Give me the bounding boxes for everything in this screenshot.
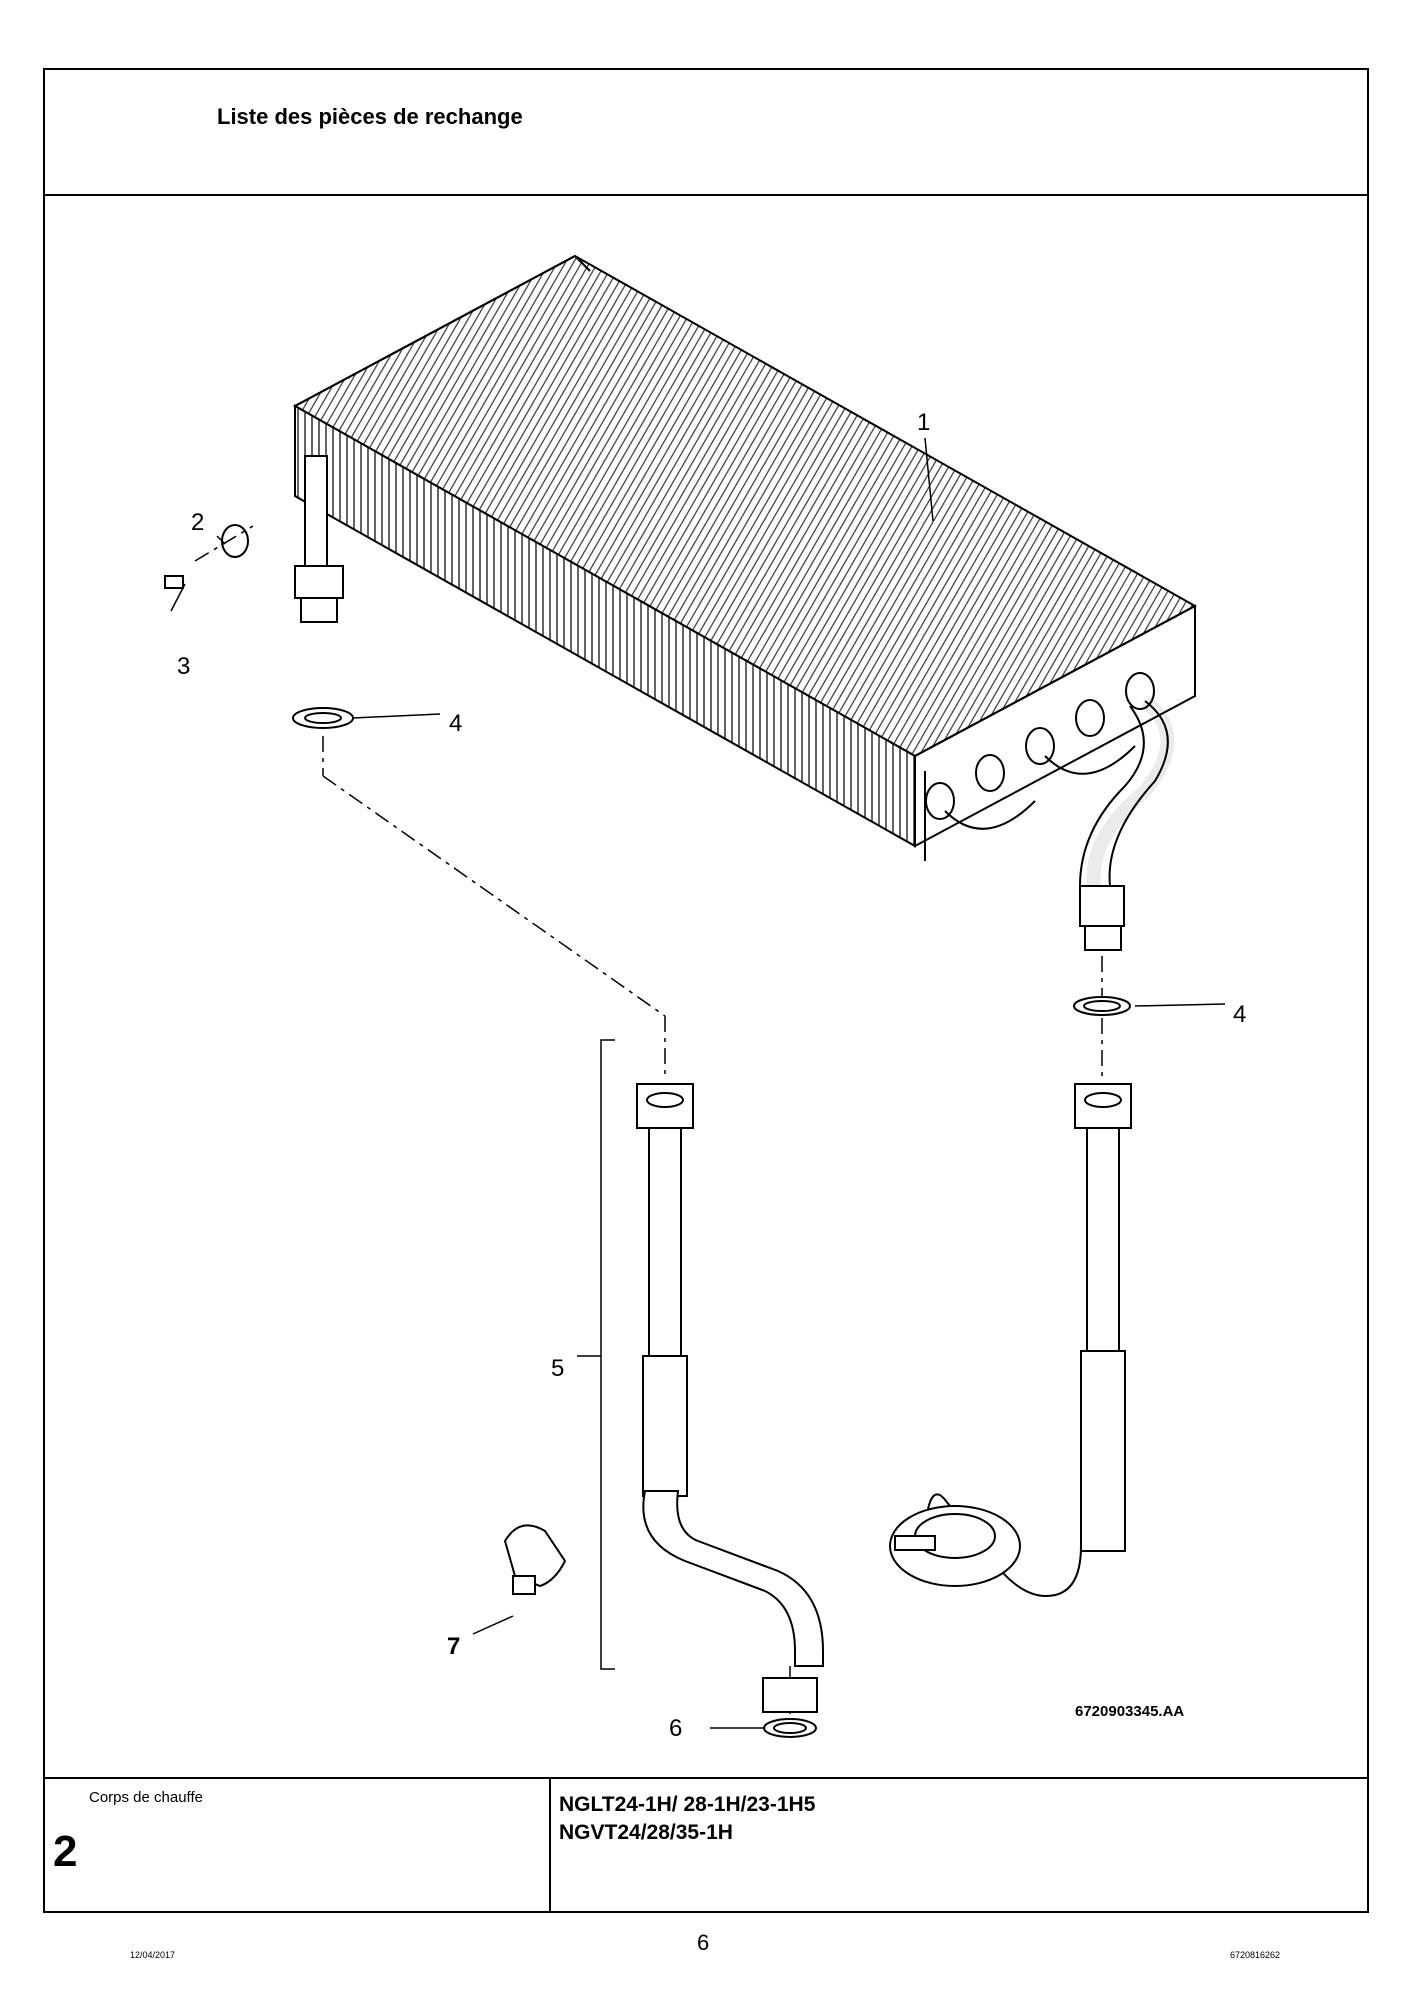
drawing-code: 6720903345.AA bbox=[1075, 1703, 1184, 1720]
callout-5: 5 bbox=[551, 1355, 564, 1382]
exploded-view-svg: 1 2 3 4 4 5 6 7 6720903345.AA bbox=[164, 254, 1246, 1742]
callout-labels: 1 2 3 4 4 5 6 7 6720903345.AA bbox=[177, 409, 1246, 1742]
callout-4-right: 4 bbox=[1233, 1001, 1246, 1028]
model-line: NGLT24-1H/ 28-1H/23-1H5 bbox=[559, 1793, 816, 1816]
group-bracket bbox=[577, 1039, 615, 1670]
callout-2: 2 bbox=[191, 509, 204, 536]
heat-exchanger bbox=[292, 254, 1198, 861]
callout-3: 3 bbox=[177, 653, 190, 680]
right-outlet-connector bbox=[1073, 885, 1131, 1016]
pressure-sensor bbox=[503, 1524, 567, 1595]
left-inlet-connector bbox=[292, 455, 354, 729]
leader-lines bbox=[170, 437, 1226, 1729]
model-list: NGLT24-1H/ 28-1H/23-1H5 NGVT24/28/35-1H bbox=[559, 1791, 815, 1847]
model-line: NGVT24/28/35-1H bbox=[559, 1821, 733, 1844]
callout-7: 7 bbox=[447, 1633, 460, 1660]
temperature-sensor bbox=[164, 524, 249, 589]
page-frame: Liste des pièces de rechange bbox=[43, 68, 1369, 1913]
doc-number: 6720816262 bbox=[1230, 1950, 1281, 1960]
pipe-assembly bbox=[636, 1083, 1132, 1738]
return-bends bbox=[925, 672, 1175, 893]
page-title: Liste des pièces de rechange bbox=[217, 104, 523, 129]
callout-4-left: 4 bbox=[449, 710, 462, 737]
callout-6: 6 bbox=[669, 1715, 682, 1742]
exploded-view-drawing: 1 2 3 4 4 5 6 7 6720903345.AA bbox=[45, 196, 1367, 1783]
page-date: 12/04/2017 bbox=[130, 1950, 176, 1960]
callout-1: 1 bbox=[917, 409, 930, 436]
footer: Corps de chauffe 2 NGLT24-1H/ 28-1H/23-1… bbox=[45, 1777, 1367, 1911]
header: Liste des pièces de rechange bbox=[45, 70, 1367, 196]
page-number: 6 bbox=[697, 1930, 710, 1955]
group-name: Corps de chauffe bbox=[89, 1789, 203, 1806]
footer-group-cell: Corps de chauffe 2 bbox=[45, 1779, 551, 1911]
group-number: 2 bbox=[53, 1827, 78, 1876]
